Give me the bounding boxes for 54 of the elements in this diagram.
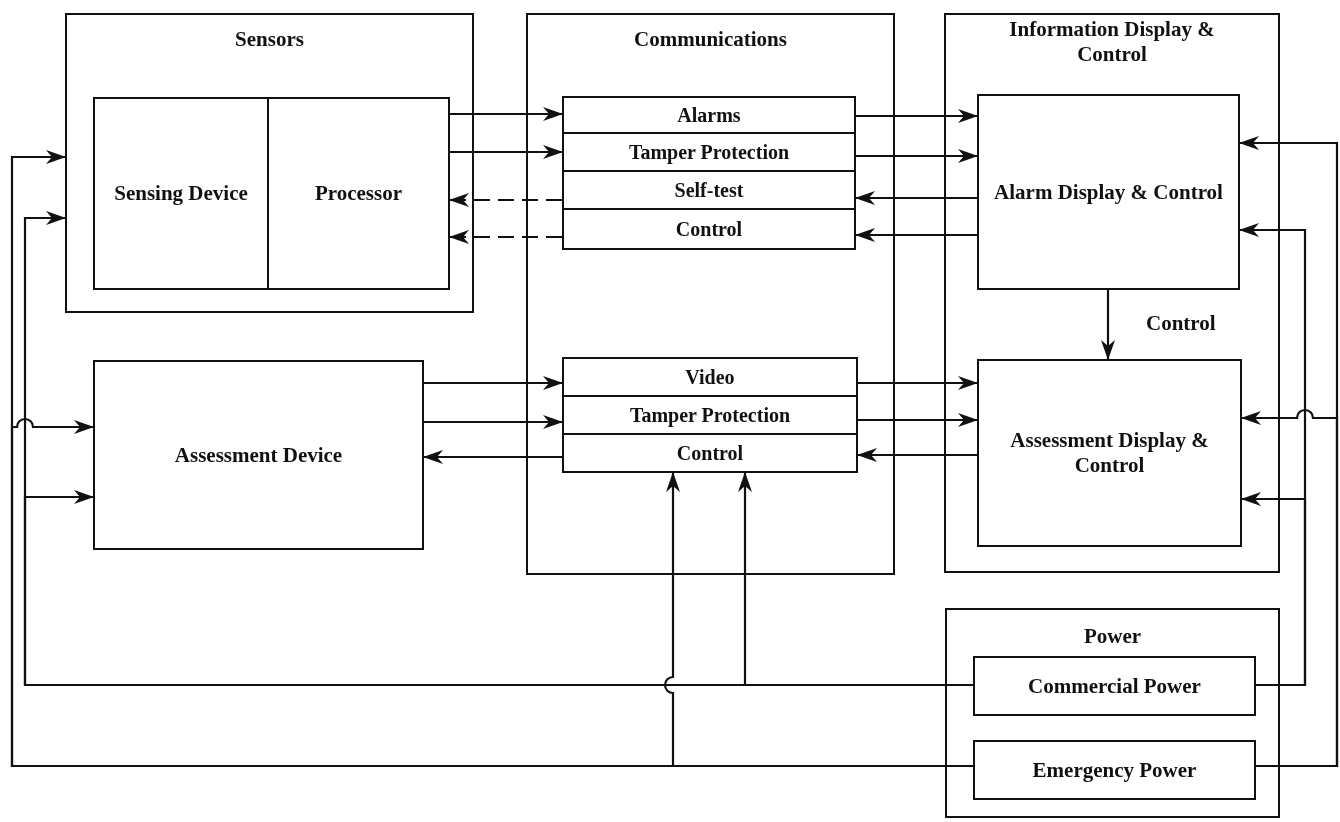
arrow [855,228,977,242]
channel-box [562,170,856,210]
group-title: Sensors [234,27,305,52]
box-label: Assessment Device [173,442,344,468]
box-label: Assessment Display & Control [1009,428,1210,478]
arrow [858,413,978,427]
arrow [856,149,978,163]
group-panel [945,608,1280,818]
process-box [93,360,424,550]
channel-box [562,96,856,134]
group-title: Information Display & Control [1008,17,1216,67]
process-box [267,97,450,290]
channel-box [562,395,858,435]
box-label: Self-test [673,179,745,201]
box-label: Alarms [676,104,742,126]
arrow [858,376,978,390]
box-label: Tamper Protection [627,141,791,163]
process-box [973,656,1256,716]
group-panel [526,13,895,575]
process-box [973,740,1256,800]
box-label: Commercial Power [1027,673,1202,699]
group-title: Communications [633,27,788,52]
box-label: Video [684,366,736,388]
process-box [977,94,1240,290]
box-label: Emergency Power [1031,757,1198,783]
channel-box [562,208,856,250]
box-label: Tamper Protection [628,404,792,426]
process-box [977,359,1242,547]
arrow [855,191,977,205]
channel-box [562,433,858,473]
box-label: Sensing Device [113,181,249,206]
arrow [450,145,563,159]
arrow [449,230,562,244]
group-panel [65,13,474,313]
group-panel [944,13,1280,573]
arrow [424,415,563,429]
arrow [1241,492,1307,687]
arrow [1101,290,1115,360]
channel-box [562,132,856,172]
group-title: Power [1082,624,1143,649]
box-label: Control [675,442,745,464]
box-label: Processor [313,181,404,206]
box-label: Control [674,218,744,240]
arrow [423,450,562,464]
arrow [738,472,973,687]
arrow [857,448,977,462]
arrow [1241,408,1339,768]
box-label: Alarm Display & Control [993,179,1224,205]
arrow [449,193,562,207]
channel-box [562,357,858,397]
arrow [450,107,563,121]
process-box [93,97,269,290]
arrow [424,376,563,390]
arrow [856,109,978,123]
